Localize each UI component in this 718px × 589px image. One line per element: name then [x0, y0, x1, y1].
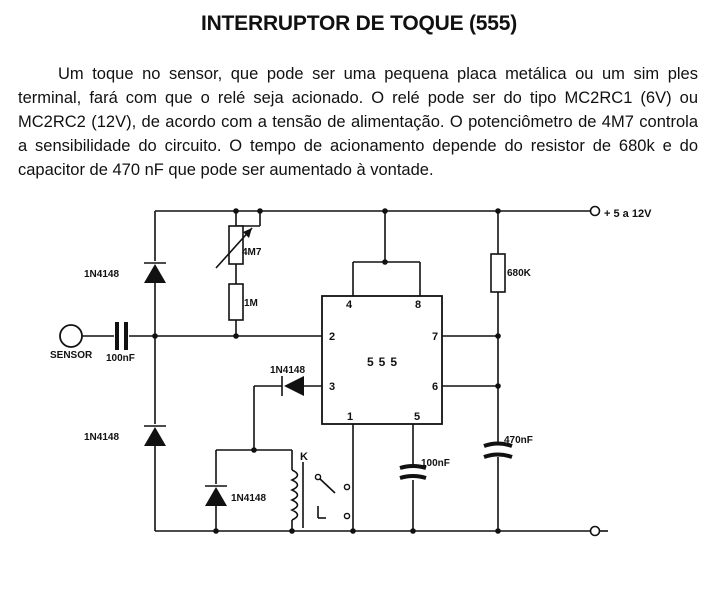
resistor-680k-label: 680K	[507, 268, 532, 279]
paragraph-line: resistor de 680k e do capacitor de 470 n…	[18, 137, 699, 179]
diode-relay	[205, 485, 227, 506]
pin-4-label: 4	[346, 299, 353, 311]
pin-1-label: 1	[347, 411, 353, 423]
diode-pin3	[281, 376, 304, 396]
diode-bottom-label: 1N4148	[84, 432, 119, 443]
diode-pin3-label: 1N4148	[270, 365, 305, 376]
diode-relay-label: 1N4148	[231, 493, 266, 504]
paragraph-line: de 4M7 controla a sensibilidade do circu…	[18, 113, 698, 155]
relay-coil	[290, 469, 299, 521]
sensor-label: SENSOR	[50, 350, 93, 361]
resistor-680k	[490, 253, 506, 293]
pin-5-label: 5	[414, 411, 420, 423]
article-title: INTERRUPTOR DE TOQUE (555)	[200, 12, 518, 35]
cap-pin5-label: 100nF	[421, 458, 450, 469]
diode-top	[144, 262, 166, 283]
sensor-plate	[59, 324, 83, 348]
supply-rail	[155, 205, 601, 217]
ic-555	[321, 295, 443, 425]
sensor-cap-label: 100nF	[106, 353, 135, 364]
cap-timing-label: 470nF	[504, 435, 533, 446]
relay-contacts	[314, 473, 351, 520]
capacitor-470nf	[483, 441, 513, 459]
diode-bottom	[144, 425, 166, 446]
diode-top-label: 1N4148	[84, 269, 119, 280]
ic-label: 555	[367, 355, 402, 369]
ground-rail	[155, 525, 608, 537]
supply-terminal	[589, 205, 601, 217]
pin-7-label: 7	[432, 331, 438, 343]
resistor-1m-label: 1M	[244, 298, 258, 309]
supply-label: + 5 a 12V	[604, 208, 652, 220]
pin-6-label: 6	[432, 381, 438, 393]
pot-label: 4M7	[242, 247, 262, 258]
pin-8-label: 8	[415, 299, 421, 311]
paragraph-line: (6V) ou MC2RC2 (12V), de acordo com a te…	[18, 89, 698, 131]
ground-terminal	[589, 525, 601, 537]
resistor-1m	[228, 283, 244, 321]
capacitor-100nf-pin5	[399, 464, 427, 480]
article-paragraph: Um toque no sensor, que pode ser uma peq…	[18, 62, 698, 182]
paragraph-line: ples terminal, fará com que o relé seja …	[18, 65, 698, 107]
pin-3-label: 3	[329, 381, 335, 393]
sensor-capacitor	[115, 322, 128, 350]
relay-label: K	[300, 451, 308, 463]
pin-2-label: 2	[329, 331, 335, 343]
potentiometer-arrow	[215, 227, 253, 269]
paragraph-line: Um toque no sensor, que pode ser uma peq…	[58, 65, 660, 83]
